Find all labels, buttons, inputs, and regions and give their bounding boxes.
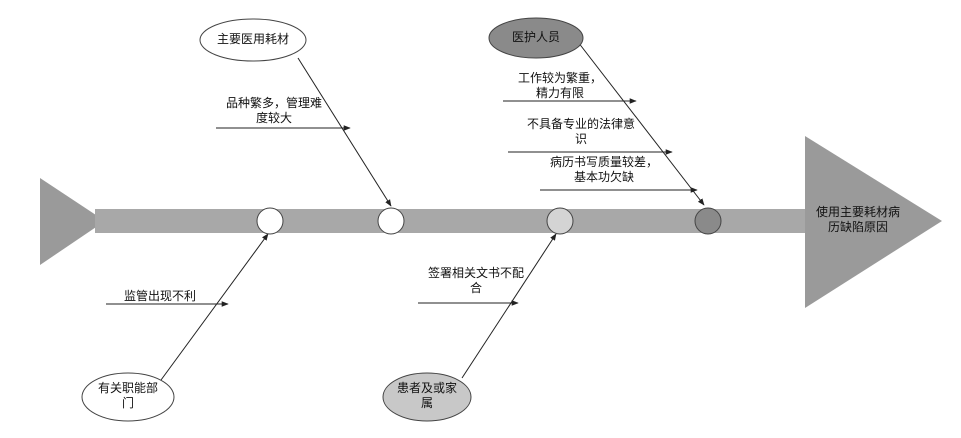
category-label-departments-line-2: 门 xyxy=(121,396,134,410)
cause-label-2-line-1: 工作较为繁重， xyxy=(517,71,602,85)
bone-staff xyxy=(577,41,705,206)
cause-label-3-line-1: 不具备专业的法律意 xyxy=(526,117,635,131)
category-label-departments: 有关职能部 门 xyxy=(88,381,168,411)
effect-label: 使用主要耗材病 历缺陷原因 xyxy=(808,205,908,235)
cause-label-1-line-1: 品种繁多，管理难 xyxy=(225,96,322,110)
effect-line-2: 历缺陷原因 xyxy=(827,220,888,234)
bone-departments xyxy=(160,233,269,381)
cause-label-3-line-2: 识 xyxy=(574,132,587,146)
category-ellipse-staff xyxy=(488,17,584,59)
cause-label-4-line-2: 基本功欠缺 xyxy=(573,170,634,184)
junction-circle-staff xyxy=(694,207,722,235)
cause-label-2-line-2: 精力有限 xyxy=(535,86,584,100)
cause-label-5-line-1: 监管出现不利 xyxy=(123,289,196,303)
cause-label-6-line-1: 签署相关文书不配 xyxy=(427,266,524,280)
junction-circle-patients xyxy=(546,207,574,235)
cause-label-6-line-2: 合 xyxy=(469,281,482,295)
fish-tail xyxy=(40,178,105,265)
cause-label-3: 不具备专业的法律意 识 xyxy=(516,117,646,147)
bone-materials xyxy=(297,57,392,207)
cause-label-5: 监管出现不利 xyxy=(110,289,210,304)
cause-label-6: 签署相关文书不配 合 xyxy=(416,266,536,296)
cause-label-4-line-1: 病历书写质量较差， xyxy=(549,155,658,169)
category-label-patients: 患者及或家 属 xyxy=(387,381,467,411)
junction-circle-departments xyxy=(256,207,284,235)
category-label-patients-line-2: 属 xyxy=(420,396,433,410)
cause-label-1: 品种繁多，管理难 度较大 xyxy=(214,96,334,126)
cause-label-2: 工作较为繁重， 精力有限 xyxy=(505,71,615,101)
cause-label-4: 病历书写质量较差， 基本功欠缺 xyxy=(539,155,669,185)
category-ellipse-patients xyxy=(382,372,472,422)
category-label-materials: 主要医用耗材 xyxy=(203,32,303,47)
fish-head xyxy=(805,136,942,308)
cause-label-1-line-2: 度较大 xyxy=(255,111,292,125)
category-label-patients-line-1: 患者及或家 xyxy=(396,381,457,395)
category-label-departments-line-1: 有关职能部 xyxy=(97,381,158,395)
bone-patients xyxy=(461,233,557,379)
category-ellipse-departments xyxy=(81,372,175,422)
category-label-staff-line-1: 医护人员 xyxy=(511,30,560,44)
category-label-materials-line-1: 主要医用耗材 xyxy=(216,32,289,46)
junction-circle-materials xyxy=(377,207,405,235)
category-ellipse-materials xyxy=(199,18,307,62)
effect-line-1: 使用主要耗材病 xyxy=(815,205,900,219)
category-label-staff: 医护人员 xyxy=(496,30,576,45)
